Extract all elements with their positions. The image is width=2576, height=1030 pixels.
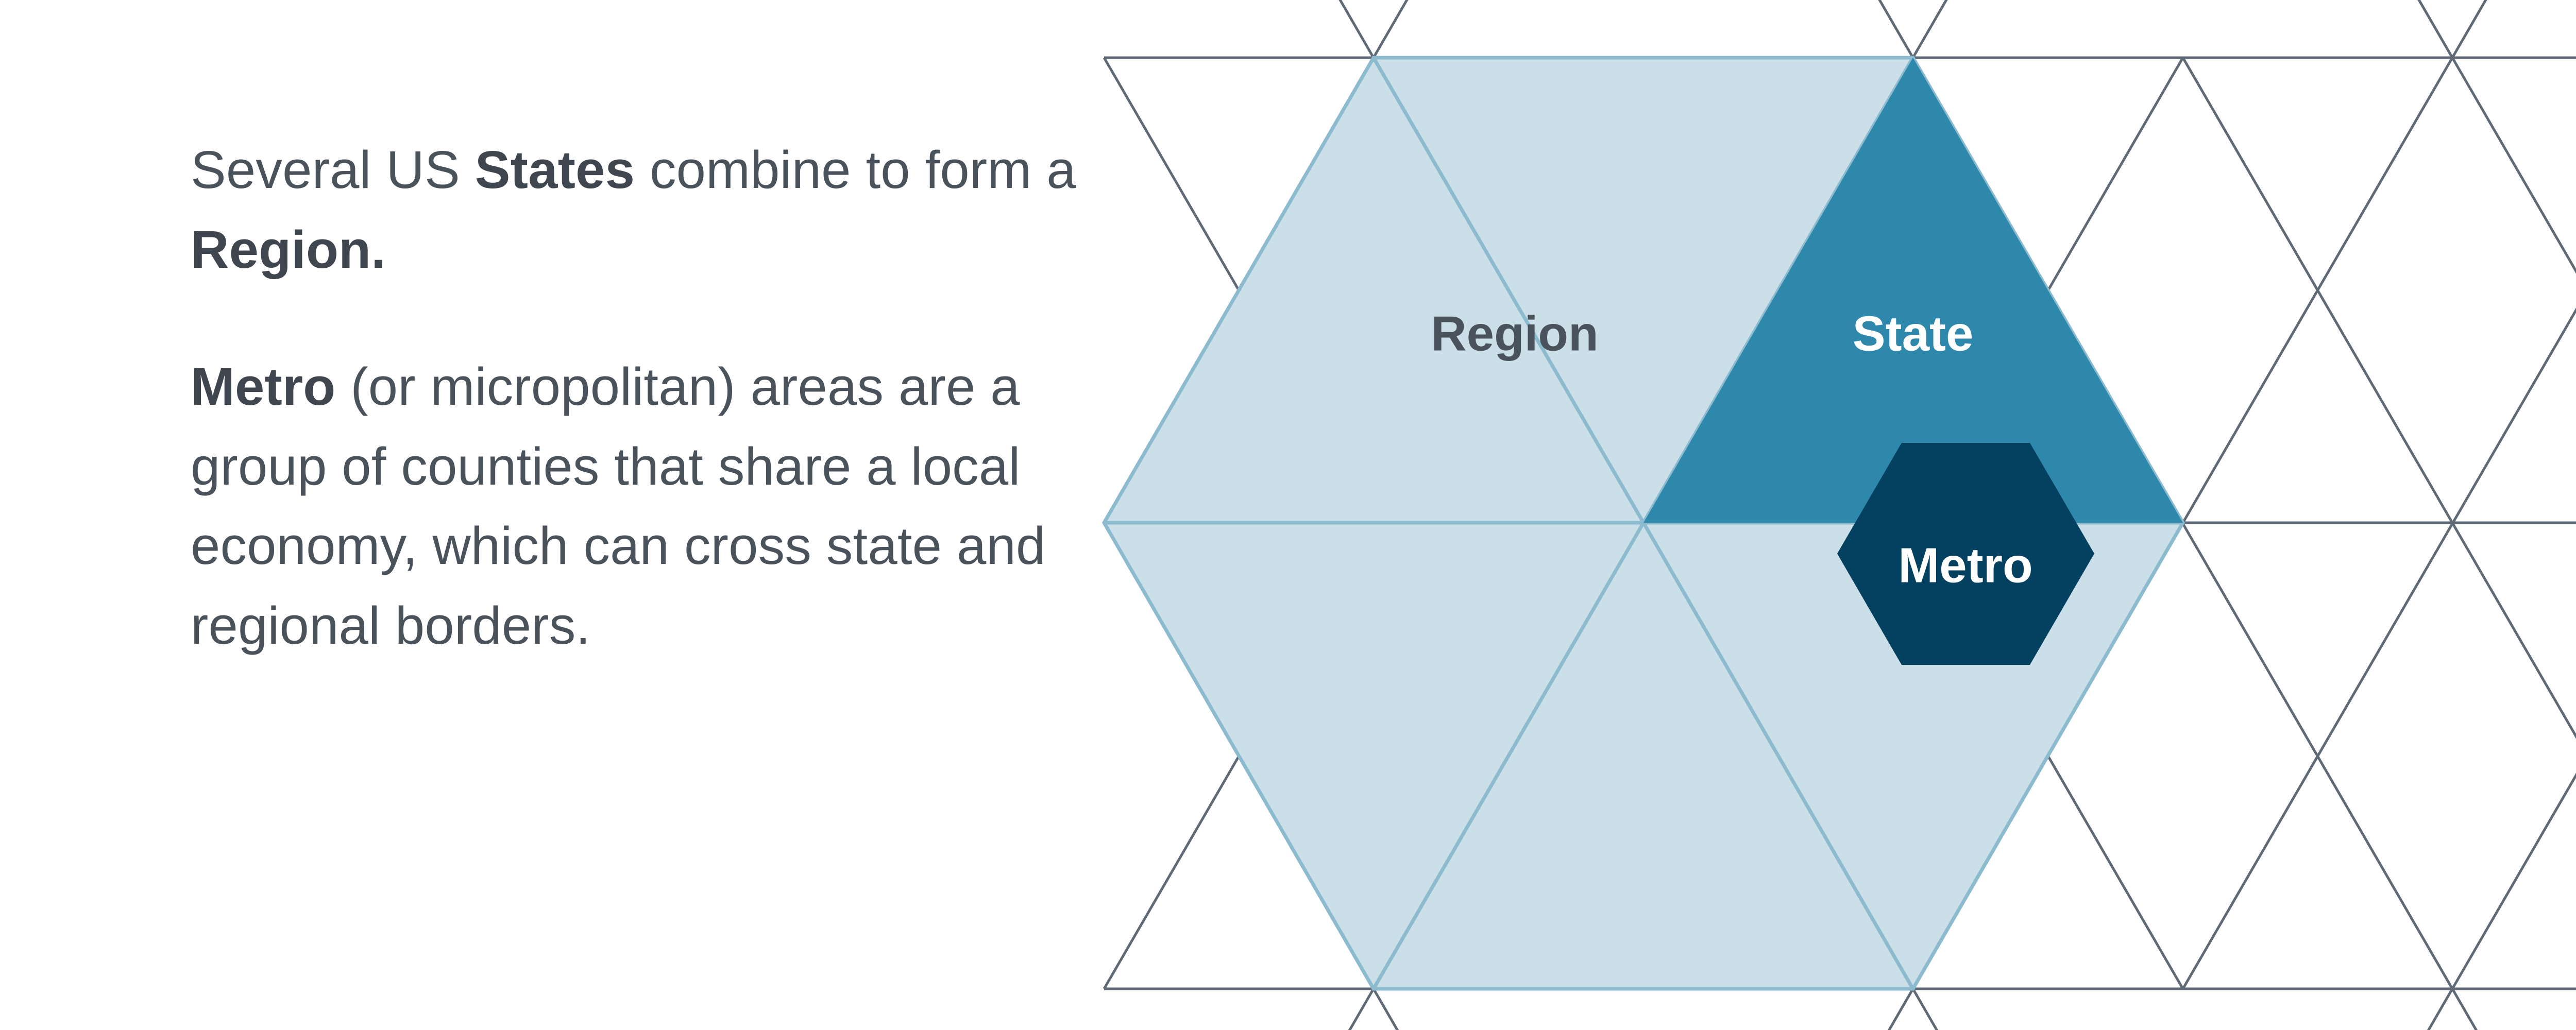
metro-hexagon[interactable] [1837,443,2094,665]
region-label: Region [1431,306,1598,361]
metro-label: Metro [1898,538,2032,593]
paragraph-states-region: Several US States combine to form a Regi… [191,130,1097,289]
paragraph-metro-definition: Metro (or micropolitan) areas are a grou… [191,347,1097,665]
text-run-bold-region: Region. [191,219,386,279]
text-run: combine to form a [635,140,1076,199]
text-run: Several US [191,140,475,199]
text-run: (or micropolitan) areas are a group of c… [191,357,1046,655]
text-run-bold-states: States [474,140,635,199]
state-triangle[interactable] [1643,58,2183,523]
text-column: Several US States combine to form a Regi… [191,77,1097,718]
state-label: State [1853,306,1974,361]
text-run-bold-metro: Metro [191,357,336,416]
